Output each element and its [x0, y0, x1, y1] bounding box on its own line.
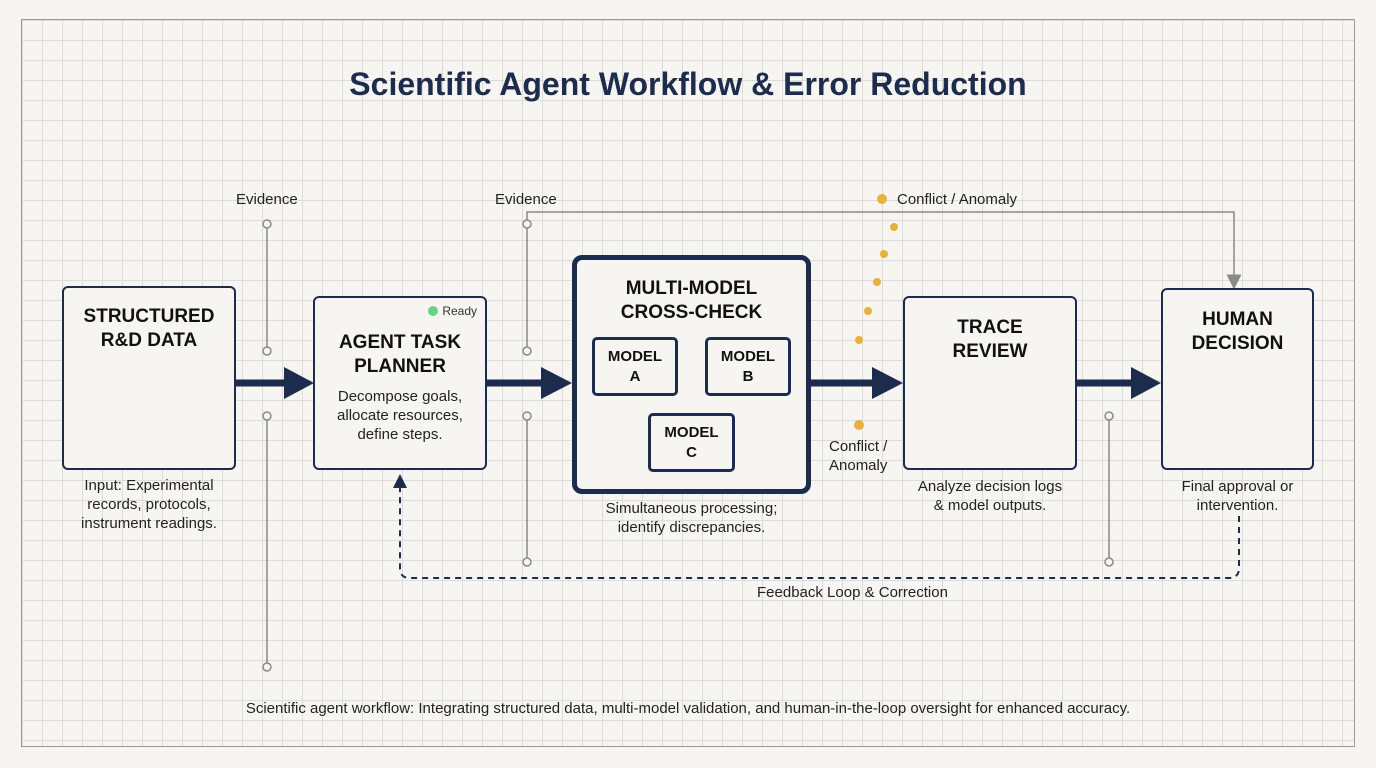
evidence-connector-2: [522, 211, 1242, 567]
cross-check-title: MULTI-MODEL CROSS-CHECK: [620, 278, 763, 323]
human-decision-caption: Final approval or intervention.: [1181, 478, 1294, 514]
flow-arrows: [236, 367, 1161, 399]
trace-review-title: TRACE REVIEW: [952, 317, 1028, 362]
agent-task-planner-box[interactable]: Ready AGENT TASK PLANNER Decompose goals…: [313, 296, 487, 470]
diagram-title: Scientific Agent Workflow & Error Reduct…: [349, 66, 1027, 102]
model-a-node[interactable]: MODEL A: [592, 337, 678, 396]
evidence-connector-1: [262, 219, 272, 672]
human-decision-title: HUMAN DECISION: [1191, 309, 1284, 354]
structured-data-caption: Input: Experimental records, protocols, …: [81, 477, 217, 532]
feedback-loop: [399, 486, 1240, 579]
planner-status: Ready: [428, 304, 477, 318]
trace-review-caption: Analyze decision logs & model outputs.: [917, 478, 1063, 514]
feedback-loop-label: Feedback Loop & Correction: [757, 584, 948, 601]
cross-check-caption: Simultaneous processing; identify discre…: [605, 500, 778, 536]
model-c-node[interactable]: MODEL C: [648, 413, 735, 472]
evidence-label-1: Evidence: [236, 191, 298, 208]
feedback-arrowhead: [393, 474, 407, 488]
evidence-label-2: Evidence: [495, 191, 557, 208]
trace-review-box[interactable]: TRACE REVIEW: [903, 296, 1077, 470]
footer-caption: Scientific agent workflow: Integrating s…: [245, 700, 1131, 717]
anomaly-dots: [854, 194, 898, 430]
planner-description: Decompose goals, allocate resources, def…: [337, 388, 463, 443]
planner-title: AGENT TASK PLANNER: [338, 332, 462, 377]
status-dot-icon: [428, 306, 439, 316]
trace-connector: [1104, 411, 1114, 567]
human-decision-box[interactable]: HUMAN DECISION: [1161, 288, 1314, 470]
structured-data-title: STRUCTURED R&D DATA: [83, 306, 215, 351]
structured-data-box[interactable]: STRUCTURED R&D DATA: [62, 286, 236, 470]
conflict-anomaly-label-top: Conflict / Anomaly: [897, 191, 1018, 208]
planner-status-label: Ready: [442, 304, 477, 318]
conflict-anomaly-label-mid: Conflict / Anomaly: [829, 438, 888, 474]
model-b-node[interactable]: MODEL B: [705, 337, 791, 396]
